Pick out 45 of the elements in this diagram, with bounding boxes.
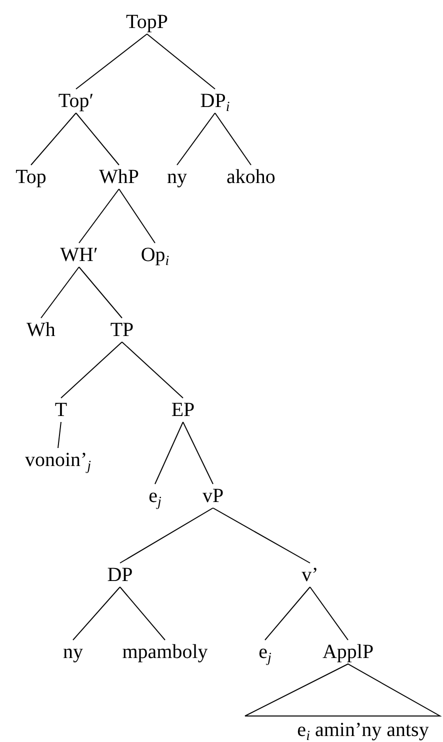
tree-node-label: Wh: [26, 319, 56, 341]
tree-branch: [40, 266, 80, 318]
tree-node-label: Top: [16, 166, 46, 188]
tree-branch: [214, 112, 252, 166]
tree-node-label: e$_{j}$: [258, 641, 272, 663]
tree-branch: [264, 586, 310, 640]
tree-node-label: vP: [202, 485, 224, 507]
tree-node-label: Op$_{i}$: [140, 244, 170, 266]
tree-node-label: DP$_{i}$: [200, 90, 230, 112]
tree-node-label: mpamboly: [122, 641, 208, 663]
tree-branch: [122, 342, 184, 398]
tree-node-label: ny: [63, 641, 83, 663]
tree-node-label: TP: [110, 319, 134, 341]
tree-node-label: DP: [107, 564, 133, 586]
tree-node-label: e$_{i}$ amin’ny antsy: [297, 719, 429, 741]
tree-branch: [118, 188, 156, 244]
tree-branch: [72, 586, 120, 640]
tree-branch: [78, 188, 120, 244]
tree-node-label: ny: [167, 166, 187, 188]
tree-branch: [310, 586, 348, 640]
tree-branch: [76, 112, 120, 166]
tree-node-label: TopP: [126, 11, 168, 33]
tree-branch: [182, 422, 214, 484]
tree-node-label: ApplP: [322, 641, 374, 663]
tree-branch: [212, 508, 310, 564]
tree-node-label: Top′: [58, 90, 94, 112]
tree-node-label: e$_{j}$: [148, 485, 162, 507]
tree-branch: [76, 34, 148, 90]
tree-branch: [58, 422, 62, 448]
tree-branch: [60, 342, 122, 398]
tree-branch: [30, 112, 76, 166]
tree-branch: [176, 112, 216, 166]
triangle-branch: [244, 663, 442, 716]
tree-node-label: akoho: [226, 166, 276, 188]
tree-node-label: T: [54, 399, 68, 421]
tree-branch: [120, 586, 166, 640]
tree-branch: [78, 266, 122, 318]
tree-node-label: WhP: [99, 166, 139, 188]
tree-node-label: WH′: [60, 244, 98, 266]
tree-node-label: EP: [171, 399, 195, 421]
tree-node-label: vonoin’$_{j}$: [24, 449, 92, 471]
tree-branch: [146, 34, 216, 90]
tree-branch: [154, 422, 184, 484]
tree-node-label: v’: [302, 564, 318, 586]
tree-branch: [120, 508, 214, 564]
